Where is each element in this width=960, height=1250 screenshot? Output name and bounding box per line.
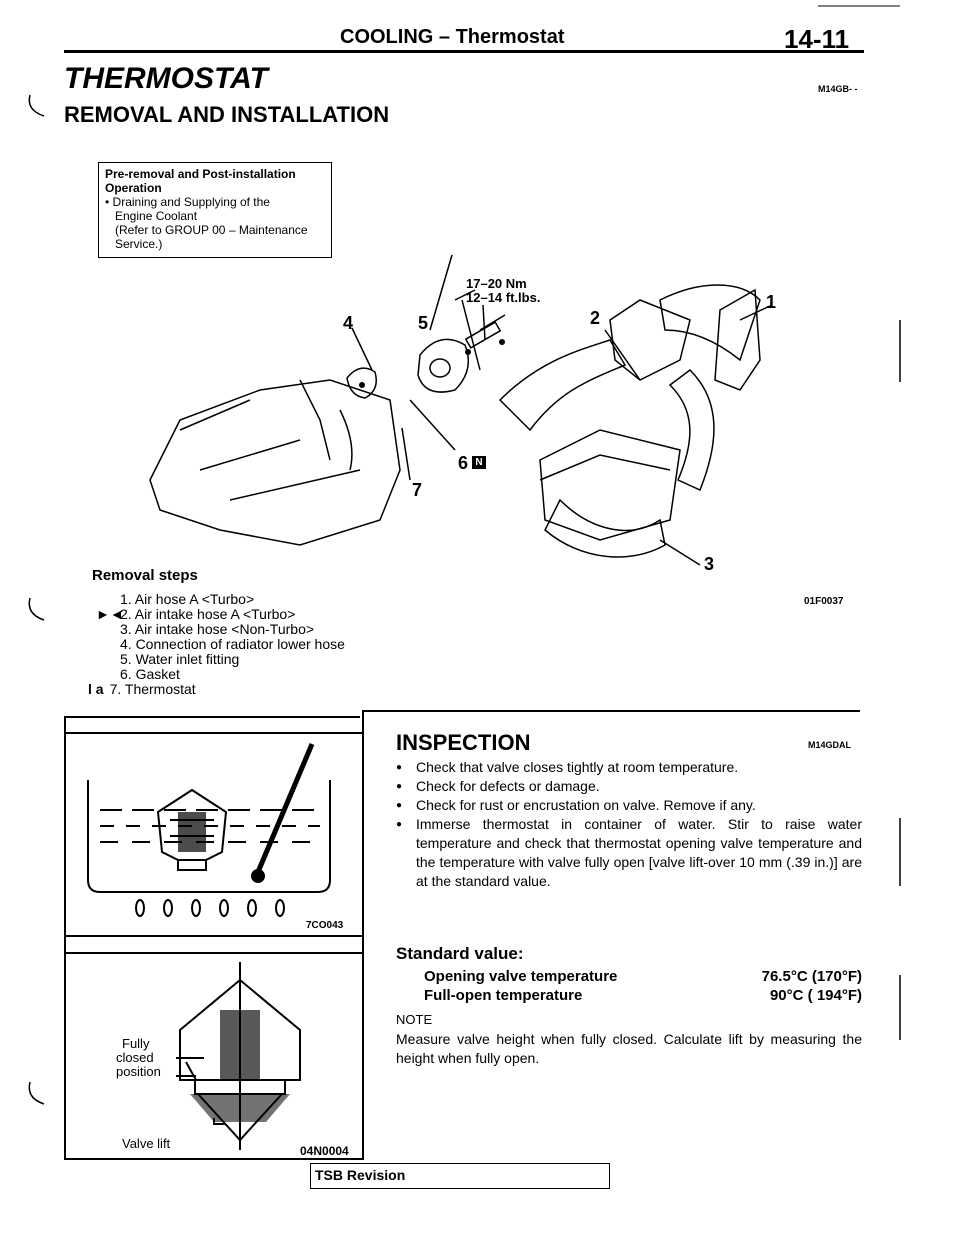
note-box-line: • Draining and Supplying of the bbox=[105, 195, 270, 209]
header-rule bbox=[64, 50, 864, 53]
inspection-item: ●Check for defects or damage. bbox=[396, 778, 600, 794]
frame-line bbox=[362, 710, 364, 1160]
removal-step: 6. Gasket bbox=[120, 666, 180, 682]
inspection-item: ●Immerse thermostat in container of wate… bbox=[396, 816, 862, 889]
removal-step: ►◄2. Air intake hose A <Turbo> bbox=[96, 606, 296, 622]
frame-line bbox=[64, 732, 362, 734]
frame-line bbox=[64, 952, 362, 954]
frame-line bbox=[64, 716, 66, 1160]
inspection-list: ●Check that valve closes tightly at room… bbox=[396, 758, 862, 891]
frame-line bbox=[64, 935, 362, 937]
note-box-title: Pre-removal and Post-installation Operat… bbox=[105, 167, 296, 195]
removal-step: 1. Air hose A <Turbo> bbox=[120, 591, 255, 607]
standard-value-value: 76.5°C (170°F) bbox=[761, 968, 862, 985]
note-box-line: Engine Coolant bbox=[115, 209, 198, 223]
removal-step: 4. Connection of radiator lower hose bbox=[120, 636, 345, 652]
label-valve-lift: Valve lift bbox=[122, 1136, 171, 1151]
callout-4: 4 bbox=[343, 313, 354, 333]
inspection-item: ●Check for rust or encrustation on valve… bbox=[396, 797, 756, 813]
figure-code-main: 01F0037 bbox=[804, 596, 844, 607]
standard-value-value: 90°C ( 194°F) bbox=[769, 987, 862, 1004]
inspection-title: INSPECTION bbox=[396, 730, 531, 755]
callout-1: 1 bbox=[766, 292, 777, 312]
header-section: COOLING – Thermostat bbox=[340, 26, 565, 48]
new-part-icon: N bbox=[472, 456, 486, 469]
inspection-item: ●Check that valve closes tightly at room… bbox=[396, 759, 739, 775]
standard-value-label: Full-open temperature bbox=[424, 987, 583, 1004]
callout-6: 6 bbox=[458, 453, 469, 473]
figure-code-water-test: 7CO043 bbox=[306, 920, 344, 931]
label-fully: Fully bbox=[122, 1036, 150, 1051]
tsb-revision-box: TSB Revision bbox=[310, 1163, 610, 1189]
note-heading: NOTE bbox=[396, 1012, 433, 1027]
frame-line bbox=[64, 1158, 362, 1160]
removal-steps-list: 1. Air hose A <Turbo> ►◄2. Air intake ho… bbox=[88, 591, 345, 697]
frame-line bbox=[64, 716, 360, 718]
removal-steps-title: Removal steps bbox=[92, 567, 198, 584]
note-box-line: Service.) bbox=[115, 237, 163, 251]
page-title: THERMOSTAT bbox=[64, 62, 268, 95]
removal-step: 5. Water inlet fitting bbox=[120, 651, 240, 667]
callout-3: 3 bbox=[704, 554, 715, 574]
page-number: 14-11 bbox=[784, 24, 850, 54]
subtitle-code: M14GB- - bbox=[818, 84, 858, 94]
inspection-code: M14GDAL bbox=[808, 740, 852, 750]
removal-step: 3. Air intake hose <Non-Turbo> bbox=[120, 621, 315, 637]
standard-value-title: Standard value: bbox=[396, 944, 524, 963]
label-closed: closed bbox=[116, 1050, 154, 1065]
callout-2: 2 bbox=[590, 308, 601, 328]
engine-thermostat-diagram bbox=[149, 254, 773, 566]
callout-7: 7 bbox=[412, 480, 423, 500]
standard-value-label: Opening valve temperature bbox=[424, 968, 618, 985]
label-position: position bbox=[116, 1064, 161, 1079]
pre-removal-note-box: Pre-removal and Post-installation Operat… bbox=[98, 162, 332, 258]
callout-5: 5 bbox=[418, 313, 429, 333]
torque-spec-metric: 17–20 Nm bbox=[466, 276, 527, 291]
frame-line bbox=[362, 710, 860, 712]
torque-spec-imperial: 12–14 ft.lbs. bbox=[466, 290, 541, 305]
note-text: Measure valve height when fully closed. … bbox=[396, 1031, 862, 1066]
note-box-line: (Refer to GROUP 00 – Maintenance bbox=[115, 223, 308, 237]
figure-code-valve: 04N0004 bbox=[300, 1144, 349, 1158]
section-title: REMOVAL AND INSTALLATION bbox=[64, 102, 390, 127]
